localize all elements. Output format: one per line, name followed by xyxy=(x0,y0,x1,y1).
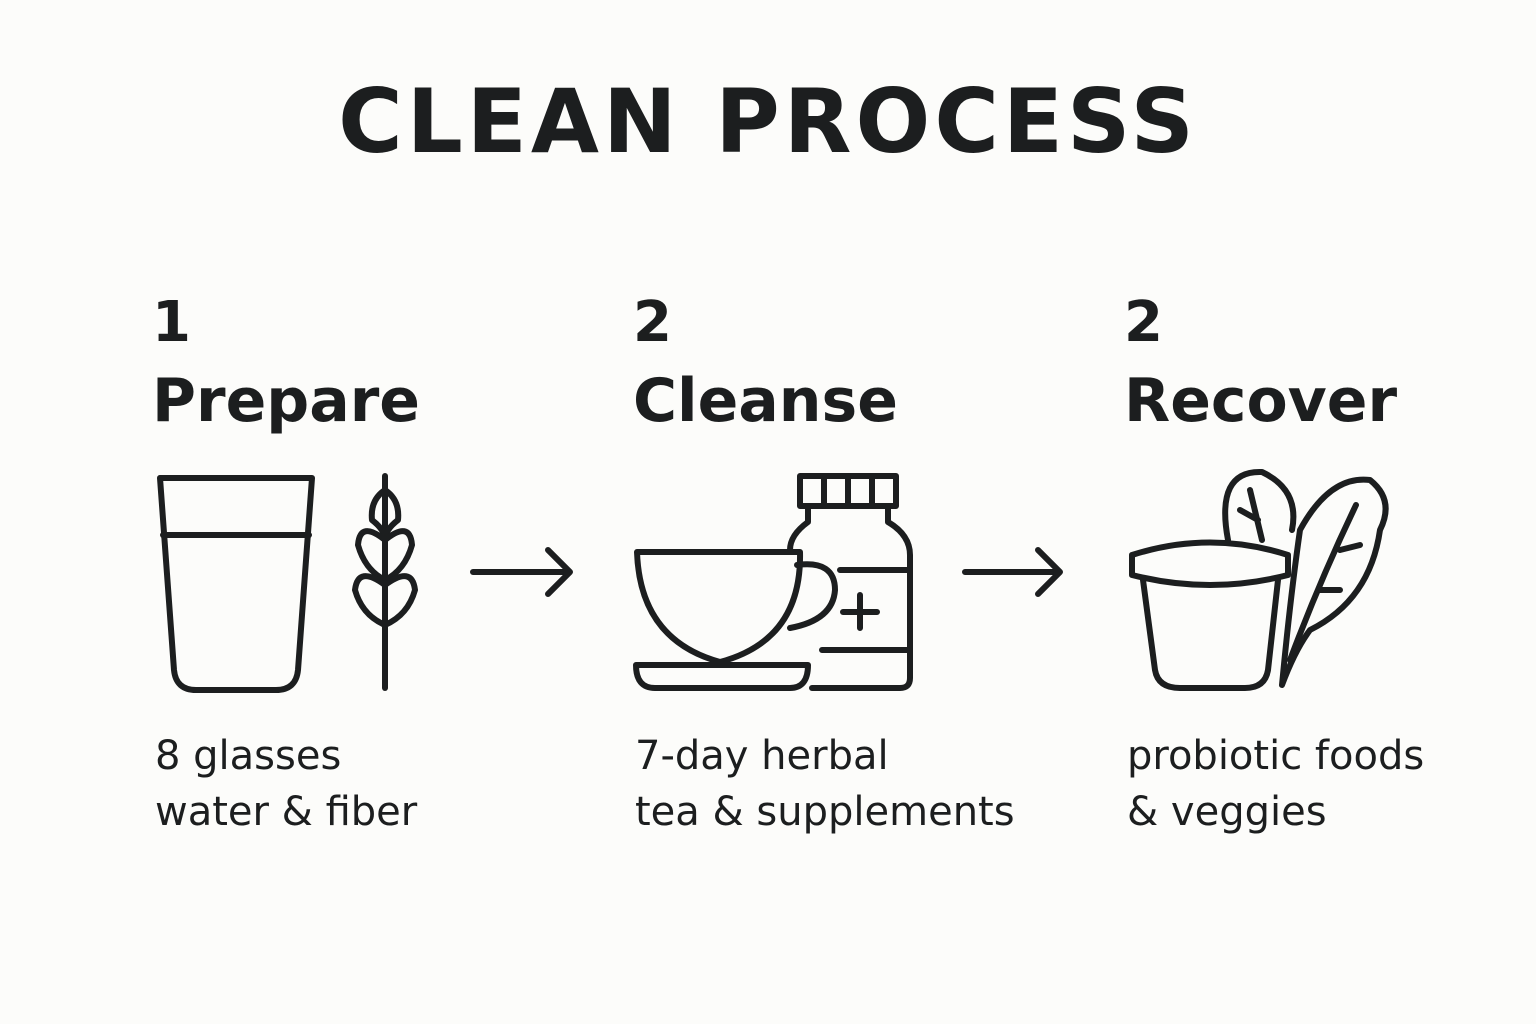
water-glass-icon xyxy=(157,475,315,693)
desc-line: probiotic foods xyxy=(1127,733,1425,779)
supplement-bottle-icon xyxy=(787,473,913,691)
desc-line: 7-day herbal xyxy=(635,733,889,779)
step-name: Cleanse xyxy=(633,366,898,436)
desc-line: & veggies xyxy=(1127,789,1327,835)
step-number: 2 xyxy=(633,290,672,355)
step-number: 2 xyxy=(1124,290,1163,355)
wheat-icon xyxy=(352,473,418,691)
step-description: probiotic foods & veggies xyxy=(1127,728,1424,840)
title: CLEAN PROCESS xyxy=(338,70,1198,173)
arrow-right-icon xyxy=(962,547,1063,597)
step-description: 7-day herbal tea & supplements xyxy=(635,728,1015,840)
desc-line: 8 glasses xyxy=(155,733,342,779)
step-name: Recover xyxy=(1124,366,1398,436)
leafy-greens-icon xyxy=(1222,468,1389,688)
yogurt-cup-icon xyxy=(1129,539,1291,691)
desc-line: water & fiber xyxy=(155,789,418,835)
desc-line: tea & supplements xyxy=(635,789,1015,835)
step-number: 1 xyxy=(152,290,191,355)
tea-cup-icon xyxy=(633,549,838,691)
step-name: Prepare xyxy=(152,366,420,436)
step-description: 8 glasses water & fiber xyxy=(155,728,417,840)
arrow-right-icon xyxy=(470,547,573,597)
